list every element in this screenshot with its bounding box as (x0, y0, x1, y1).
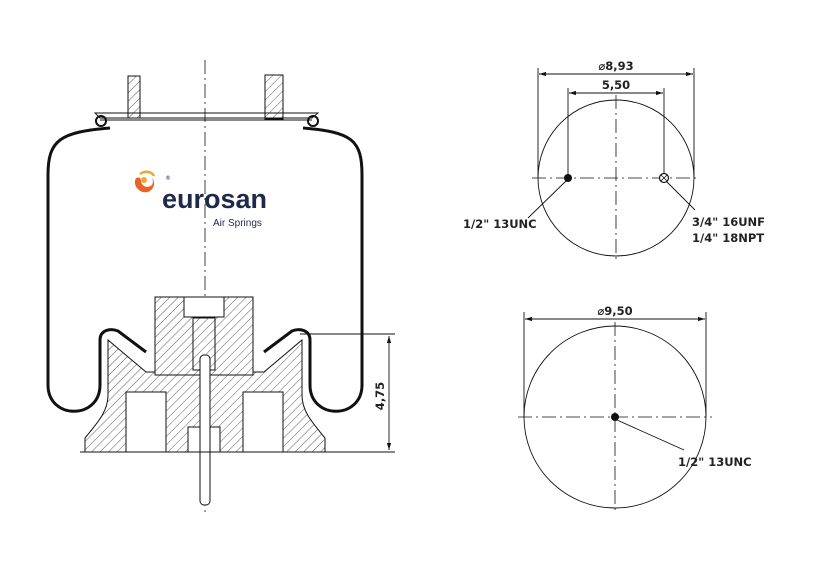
left-thread-label: 1/2" 13UNC (463, 217, 537, 231)
eurosan-logo: ® eurosan Air Springs (134, 170, 267, 229)
right-stud (264, 74, 284, 120)
bellows-right (263, 126, 364, 413)
side-view: 4,75 (46, 60, 395, 515)
bellows-left (46, 126, 147, 413)
flame-icon (134, 170, 156, 193)
top-diameter-dimension: ⌀8,93 (598, 59, 633, 73)
top-plate (93, 112, 320, 119)
svg-text:®: ® (165, 175, 171, 182)
air-fitting-icon (658, 172, 670, 184)
left-stud (127, 75, 141, 119)
center-bolt (199, 354, 211, 506)
stud-hole-icon (564, 174, 572, 182)
right-thread-label-1: 3/4" 16UNF (692, 215, 765, 229)
right-bead (307, 115, 319, 127)
center-hole-icon (611, 413, 619, 421)
top-plate-view: ⌀8,93 5,50 1/2" 13UNC 3/4" 16UNF 1/4" 18… (463, 59, 765, 262)
center-thread-label: 1/2" 13UNC (678, 455, 752, 469)
stud-spacing-dimension: 5,50 (602, 78, 630, 92)
bottom-diameter-dimension: ⌀9,50 (597, 304, 632, 318)
bottom-view: ⌀9,50 1/2" 13UNC (518, 304, 752, 512)
left-bead (95, 115, 107, 127)
height-dimension: 4,75 (373, 382, 387, 410)
right-thread-label-2: 1/4" 18NPT (692, 231, 764, 245)
brand-tagline: Air Springs (213, 218, 262, 229)
brand-name: eurosan (162, 184, 267, 214)
